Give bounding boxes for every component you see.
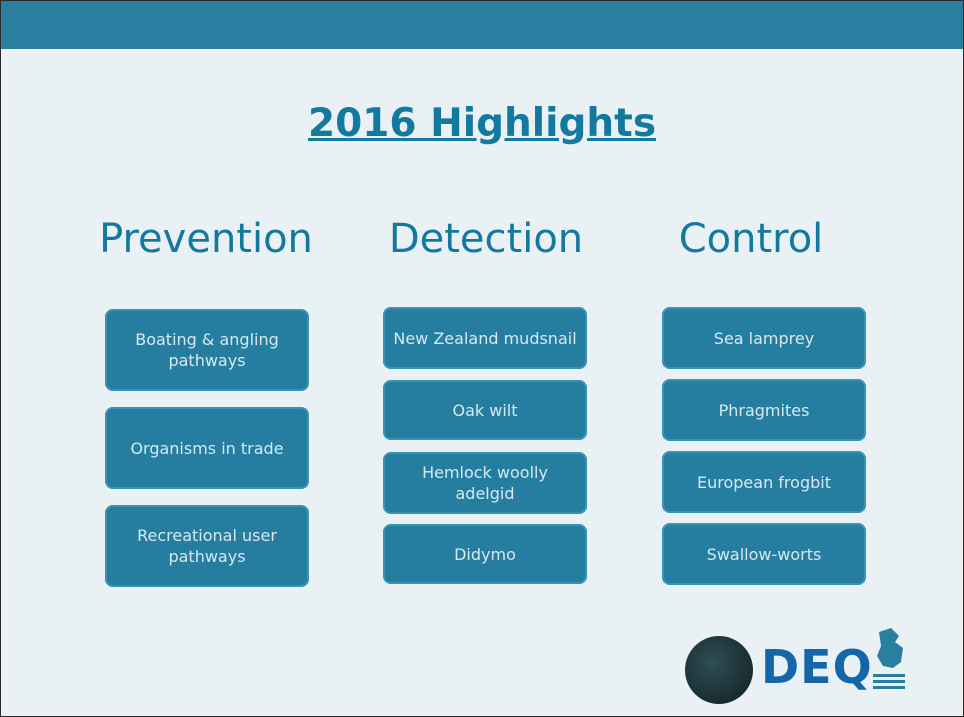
prevention-item-boating: Boating & angling pathways	[105, 309, 309, 391]
detection-item-didymo: Didymo	[383, 524, 587, 584]
control-item-swallow-worts: Swallow-worts	[662, 523, 866, 585]
heading-control: Control	[678, 216, 824, 262]
prevention-item-organisms: Organisms in trade	[105, 407, 309, 489]
detection-item-hemlock: Hemlock woolly adelgid	[383, 452, 587, 514]
prevention-item-recreational: Recreational user pathways	[105, 505, 309, 587]
detection-item-oak-wilt: Oak wilt	[383, 380, 587, 440]
control-item-frogbit: European frogbit	[662, 451, 866, 513]
footer-logos: DEQ	[685, 622, 925, 704]
deq-logo: DEQ	[761, 640, 873, 694]
control-item-phragmites: Phragmites	[662, 379, 866, 441]
detection-item-mudsnail: New Zealand mudsnail	[383, 307, 587, 369]
slide-title: 2016 Highlights	[307, 101, 657, 146]
top-bar	[1, 1, 963, 49]
program-seal-icon	[685, 636, 753, 704]
control-item-sea-lamprey: Sea lamprey	[662, 307, 866, 369]
heading-prevention: Prevention	[99, 216, 313, 262]
michigan-map-icon	[873, 628, 905, 689]
heading-detection: Detection	[388, 216, 584, 262]
